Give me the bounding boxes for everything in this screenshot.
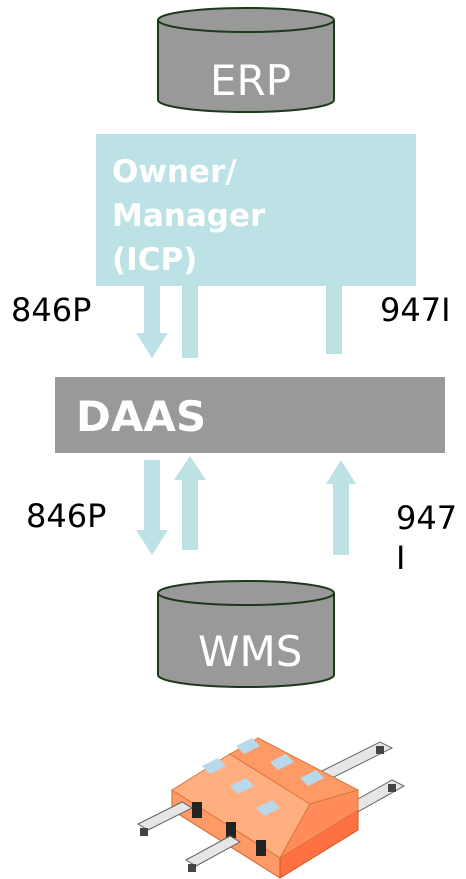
owner-manager-box <box>96 134 416 286</box>
wms-cylinder-icon <box>157 580 335 688</box>
daas-box <box>55 377 445 453</box>
owner-line-3: (ICP) <box>112 242 198 278</box>
upper-right-shaft <box>326 286 342 354</box>
upper-left-code: 846P <box>11 291 92 329</box>
erp-cylinder-icon <box>157 7 335 113</box>
lower-down-arrow <box>136 460 168 555</box>
lower-right-code-line-1: 947 <box>396 499 458 537</box>
owner-line-1: Owner/ <box>112 154 237 190</box>
lower-up-arrow <box>174 456 206 550</box>
lower-right-code-line-2: I <box>396 539 406 577</box>
upper-down-arrow <box>136 286 168 358</box>
lower-right-up-arrow <box>326 460 356 555</box>
owner-line-2: Manager <box>112 198 266 234</box>
upper-middle-shaft <box>182 286 198 358</box>
lower-left-code: 846P <box>26 497 107 535</box>
daas-label: DAAS <box>76 392 207 441</box>
upper-right-code: 947I <box>380 291 451 329</box>
warehouse-icon <box>136 737 406 879</box>
wms-label: WMS <box>198 627 303 676</box>
lower-right-code: 947 I <box>396 498 457 578</box>
erp-label: ERP <box>210 56 292 105</box>
owner-manager-label: Owner/ Manager (ICP) <box>112 150 312 282</box>
